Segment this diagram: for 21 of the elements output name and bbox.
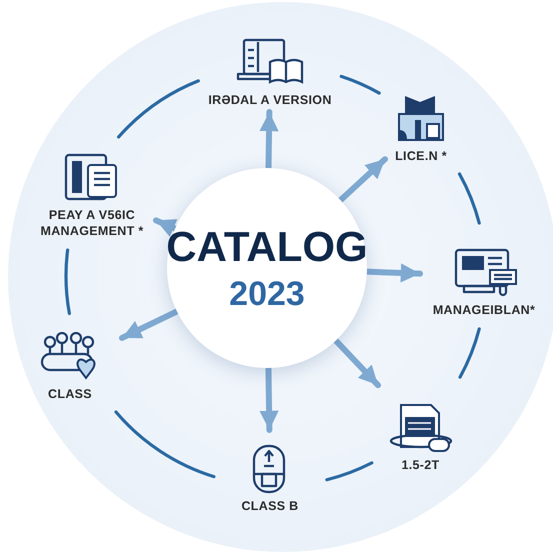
node-label: LICE.N * <box>395 148 447 164</box>
ring-arc <box>458 172 481 225</box>
ring-arc <box>117 79 200 139</box>
node-label: 1.5-2T <box>401 456 440 473</box>
title-text: CATALOG <box>166 222 368 272</box>
arrow <box>259 109 279 171</box>
node-label: PEAY A V56IC MANAGEMENT * <box>39 206 145 239</box>
node-label: IRƏDAL A VERSION <box>208 92 332 108</box>
node-label: MANAGEIBLAN* <box>432 302 536 318</box>
ring-arc <box>325 461 374 482</box>
arrow <box>153 217 178 237</box>
year-text: 2023 <box>229 274 305 315</box>
ring-arc <box>114 410 216 478</box>
arrow <box>119 308 180 341</box>
ring-arc <box>64 248 71 316</box>
ring-arc <box>340 74 381 95</box>
ring-arc <box>458 327 481 379</box>
node-label: CLASS B <box>241 498 299 514</box>
node-label: CLASS <box>48 386 92 402</box>
arrow <box>338 156 388 204</box>
arrow <box>332 338 381 388</box>
